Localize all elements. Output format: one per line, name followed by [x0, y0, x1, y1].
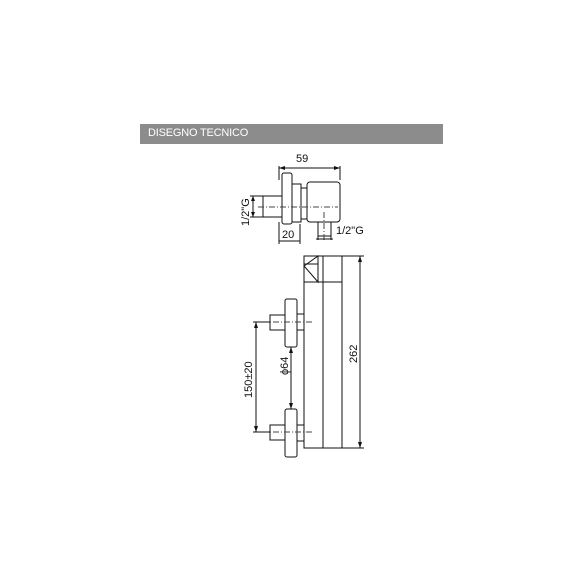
dim-label-height: 262: [348, 345, 360, 363]
dim-arrowheads: [251, 196, 255, 217]
dim-label-spacing: 150±20: [243, 361, 255, 398]
lower-ring: [296, 424, 305, 442]
dim-label-flange: 20: [282, 229, 294, 241]
dim-label-diameter: ϕ64: [279, 357, 291, 375]
upper-wall-flange: [284, 298, 298, 348]
section-title: DISEGNO TECNICO: [148, 127, 249, 139]
connector-top: [300, 187, 308, 220]
dim-label-outlet-thread: 1/2"G: [336, 225, 364, 237]
dim-label-inlet-thread: 1/2"G: [240, 198, 252, 226]
dim-label-width: 59: [296, 153, 308, 165]
section-header-bar: DISEGNO TECNICO: [140, 124, 443, 144]
lower-wall-flange: [284, 408, 298, 458]
top-view: [250, 166, 341, 244]
wall-flange-top: [281, 172, 293, 225]
ring-top: [291, 183, 302, 223]
top-cap-handle: [303, 255, 319, 284]
front-view: [253, 255, 364, 458]
